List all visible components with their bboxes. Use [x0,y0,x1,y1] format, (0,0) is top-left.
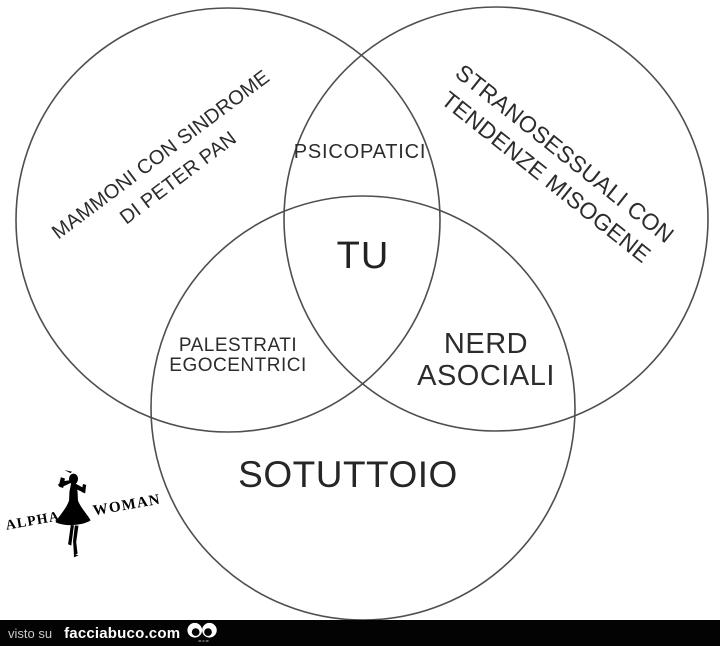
woman-silhouette-icon [55,470,91,558]
footer-visto-su-text: visto su [8,625,53,641]
overlap-label-palestrati: PALESTRATI EGOCENTRICI [169,335,307,376]
center-label-tu: TU [336,235,390,278]
circle-top-left [15,7,441,433]
overlap-label-nerd: NERD ASOCIALI [417,328,555,392]
footer-bar: visto su facciabuco.com [0,620,720,646]
circle-top-right [283,6,709,432]
logo-word-woman: WOMAN [91,491,163,520]
set-label-sotuttoio: SOTUTTOIO [238,453,458,495]
alpha-woman-logo: ALPHA WOMAN [0,455,190,575]
overlap-label-psicopatici: PSICOPATICI [293,141,427,163]
footer-site-name: facciabuco.com [64,624,181,642]
googly-eyes-icon [187,622,217,642]
